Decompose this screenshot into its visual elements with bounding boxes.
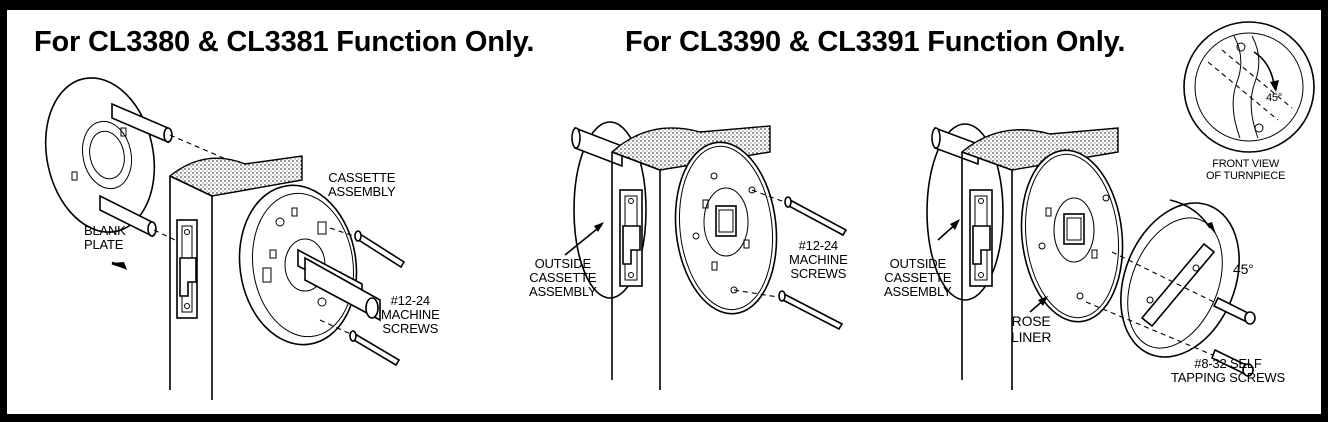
door-left — [168, 155, 303, 400]
front-view-turnpiece — [1183, 21, 1315, 153]
label-machine-screws-middle: #12-24 MACHINE SCREWS — [789, 238, 848, 281]
turnpiece-rose — [1120, 202, 1240, 358]
label-front-view-turnpiece: FRONT VIEW OF TURNPIECE — [1206, 158, 1286, 182]
blank-plate — [44, 77, 173, 238]
label-blank-plate: BLANK PLATE — [84, 223, 126, 252]
mounting-plate-middle — [674, 141, 778, 315]
label-self-tapping-screws: #8-32 SELF TAPPING SCREWS — [1171, 356, 1285, 385]
label-machine-screws-left: #12-24 MACHINE SCREWS — [381, 293, 440, 336]
label-cassette-assembly: CASSETTE ASSEMBLY — [328, 170, 396, 199]
label-rotation-angle: 45° — [1233, 261, 1254, 277]
heading-cl3380-cl3381: For CL3380 & CL3381 Function Only. — [34, 26, 535, 58]
heading-cl3390-cl3391: For CL3390 & CL3391 Function Only. — [625, 26, 1126, 58]
cassette-assembly — [238, 184, 381, 346]
door-right — [960, 127, 1119, 390]
label-outside-cassette-right: OUTSIDE CASSETTE ASSEMBLY — [884, 256, 952, 299]
label-rose-liner: ROSE LINER — [1011, 313, 1052, 345]
door-middle — [610, 125, 771, 390]
label-turnpiece-angle: 45° — [1266, 92, 1283, 104]
rose-liner — [1020, 149, 1124, 323]
label-outside-cassette-middle: OUTSIDE CASSETTE ASSEMBLY — [529, 256, 597, 299]
